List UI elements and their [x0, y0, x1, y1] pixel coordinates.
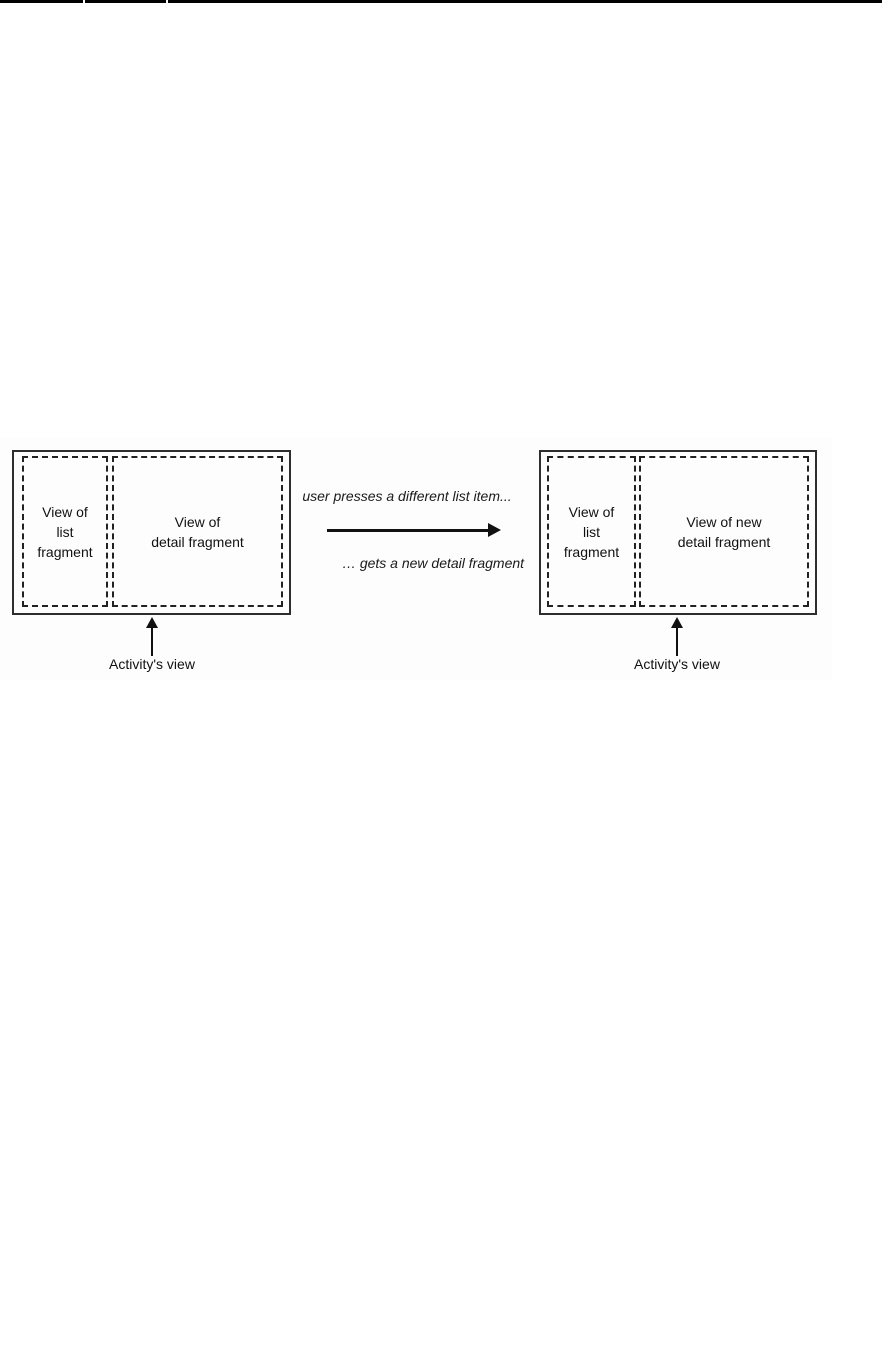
- up-arrow-stem-after: [676, 627, 678, 656]
- top-rule-segment: [85, 0, 166, 3]
- top-rule-segment: [168, 0, 882, 3]
- transition-caption-bottom: … gets a new detail fragment: [341, 555, 525, 571]
- page-top-rule: [0, 0, 882, 3]
- new-detail-fragment-label-after: View of new detail fragment: [677, 513, 771, 550]
- fragments-diagram: View of list fragment View of detail fra…: [0, 438, 832, 680]
- up-arrow-icon-before: [146, 617, 158, 628]
- list-fragment-view-after: View of list fragment: [547, 456, 636, 607]
- list-fragment-view-before: View of list fragment: [22, 456, 108, 607]
- activity-view-box-before: View of list fragment View of detail fra…: [12, 450, 291, 615]
- transition-caption-top: user presses a different list item...: [302, 488, 512, 504]
- detail-fragment-label-before: View of detail fragment: [151, 513, 244, 550]
- activity-view-box-after: View of list fragment View of new detail…: [539, 450, 817, 615]
- up-arrow-stem-before: [151, 627, 153, 656]
- up-arrow-icon-after: [671, 617, 683, 628]
- right-arrow-stem: [327, 529, 489, 532]
- list-fragment-label-after: View of list fragment: [563, 503, 620, 560]
- detail-fragment-view-before: View of detail fragment: [112, 456, 283, 607]
- activity-view-label-after: Activity's view: [634, 656, 720, 672]
- activity-view-label-before: Activity's view: [109, 656, 195, 672]
- top-rule-segment: [0, 0, 83, 3]
- list-fragment-label-before: View of list fragment: [37, 503, 93, 560]
- right-arrow-icon: [488, 523, 501, 537]
- new-detail-fragment-view-after: View of new detail fragment: [639, 456, 809, 607]
